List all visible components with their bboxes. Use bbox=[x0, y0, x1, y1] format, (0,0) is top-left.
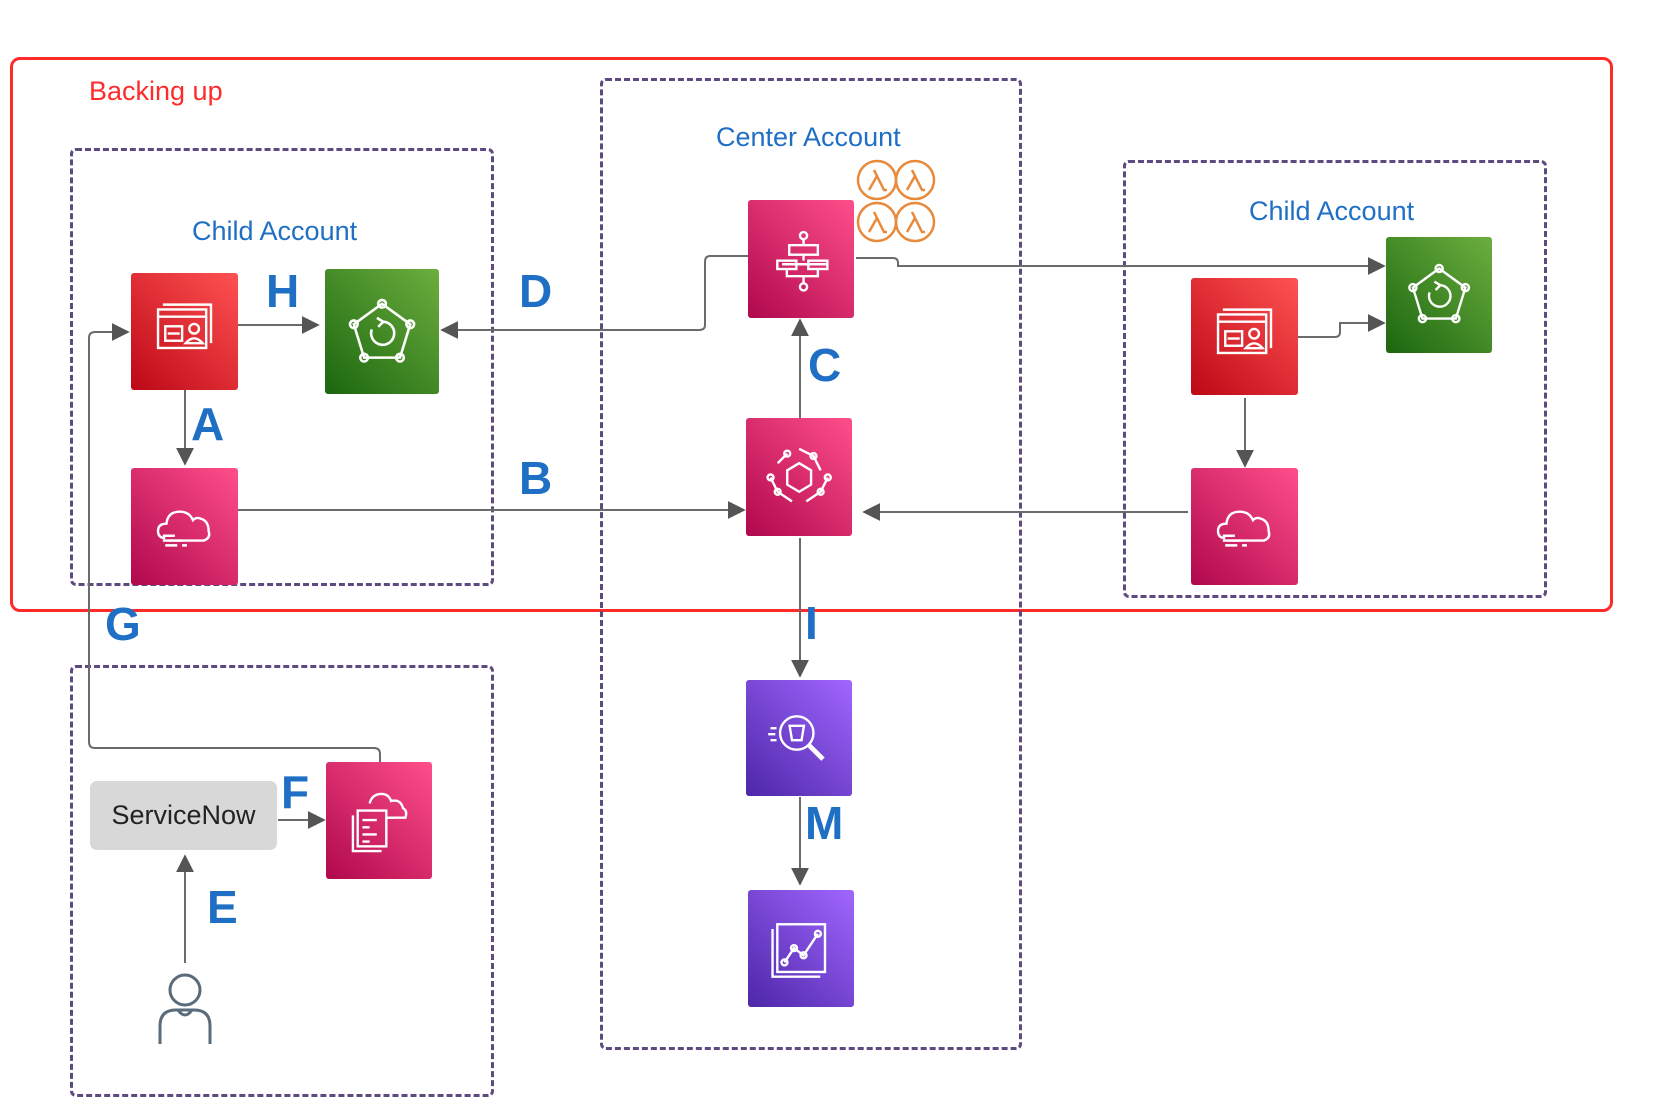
eventbridge-icon bbox=[746, 418, 852, 536]
child-account-left-box bbox=[70, 148, 494, 586]
step-label-a: A bbox=[191, 398, 225, 450]
step-label-i: I bbox=[805, 597, 818, 649]
child-account-left-title: Child Account bbox=[192, 216, 358, 246]
step-functions-icon bbox=[748, 200, 854, 318]
step-label-h: H bbox=[266, 265, 300, 317]
backing-up-title: Backing up bbox=[89, 76, 223, 106]
step-label-e: E bbox=[207, 881, 238, 933]
backup-icon bbox=[1386, 237, 1492, 353]
athena-icon bbox=[746, 680, 852, 796]
cloudwatch-events-icon bbox=[1191, 468, 1298, 585]
step-label-m: M bbox=[805, 797, 844, 849]
quicksight-icon bbox=[748, 890, 854, 1007]
service-catalog-icon bbox=[326, 762, 432, 879]
child-account-right-title: Child Account bbox=[1249, 196, 1415, 226]
servicenow-box: ServiceNow bbox=[90, 781, 277, 850]
center-account-box bbox=[600, 78, 1022, 1050]
center-account-title: Center Account bbox=[716, 122, 901, 152]
step-label-c: C bbox=[808, 339, 842, 391]
backing-up-region bbox=[10, 57, 1613, 612]
user-icon bbox=[158, 973, 212, 1044]
step-label-d: D bbox=[519, 265, 553, 317]
step-label-f: F bbox=[281, 766, 310, 818]
account-card-icon bbox=[1191, 278, 1298, 395]
servicenow-label: ServiceNow bbox=[111, 800, 256, 830]
cloudwatch-events-icon bbox=[131, 468, 238, 585]
child-account-right-box bbox=[1123, 160, 1547, 598]
account-card-icon bbox=[131, 273, 238, 390]
step-label-b: B bbox=[519, 452, 553, 504]
backup-icon bbox=[325, 269, 439, 394]
lambda-icon bbox=[894, 159, 936, 201]
step-label-g: G bbox=[105, 598, 141, 650]
user-request-box bbox=[70, 665, 494, 1097]
lambda-icon bbox=[894, 201, 936, 243]
